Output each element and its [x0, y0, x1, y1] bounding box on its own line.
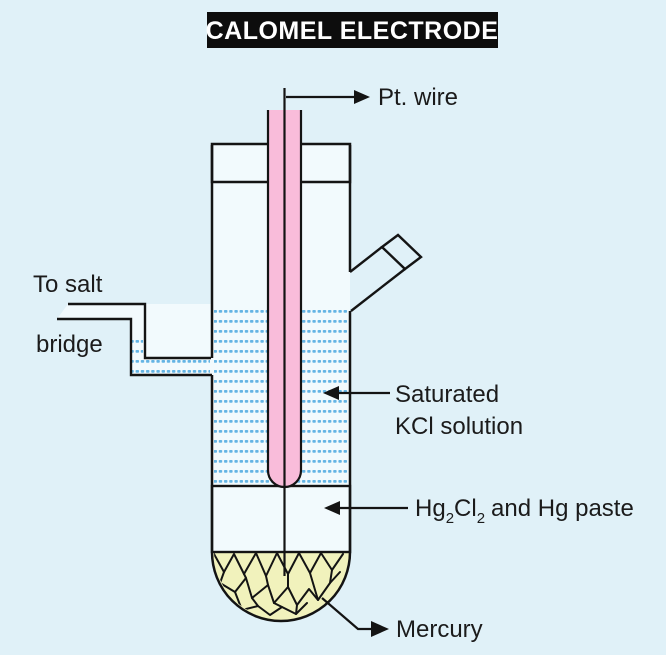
mercury-label: Mercury	[396, 616, 483, 643]
title-text: CALOMEL ELECTRODE	[206, 17, 499, 45]
paste-label-rest: and Hg paste	[491, 495, 634, 522]
side-arm	[349, 233, 423, 312]
kcl-label-line2: KCl solution	[395, 413, 523, 440]
pt-wire-label: Pt. wire	[378, 84, 458, 111]
pt-wire-callout: Pt. wire	[286, 84, 458, 111]
mercury-arrowhead-icon	[371, 621, 389, 637]
kcl-solution-in-channel	[132, 336, 210, 373]
paste-label-hg: Hg	[415, 495, 446, 522]
kcl-arrowhead-icon	[323, 386, 339, 400]
kcl-label-line1: Saturated	[395, 381, 499, 408]
salt-bridge-tube-lower-wall	[57, 317, 212, 377]
mercury-callout: Mercury	[321, 597, 483, 643]
pt-wire-arrowhead-icon	[354, 90, 370, 104]
mercury-leader-line	[321, 597, 371, 631]
to-salt-label: To salt	[33, 271, 103, 298]
side-arm-upper-wall	[349, 246, 383, 273]
paste-label-cl: Cl	[454, 495, 477, 522]
kcl-callout: Saturated KCl solution	[323, 381, 523, 440]
paste-label-sub-a: 2	[446, 510, 454, 527]
mercury-bowl-outline	[210, 551, 352, 623]
salt-bridge-callout: To salt bridge	[33, 271, 103, 358]
salt-bridge-tube	[57, 302, 212, 377]
paste-arrowhead-icon	[324, 501, 340, 515]
bridge-label: bridge	[36, 331, 103, 358]
salt-bridge-tube-upper-wall	[68, 302, 211, 360]
side-arm-cap	[380, 233, 423, 271]
side-arm-lower-wall	[350, 268, 406, 312]
paste-label-sub-b: 2	[477, 510, 485, 527]
vessel-walls	[210, 145, 352, 552]
title-banner	[207, 12, 498, 48]
